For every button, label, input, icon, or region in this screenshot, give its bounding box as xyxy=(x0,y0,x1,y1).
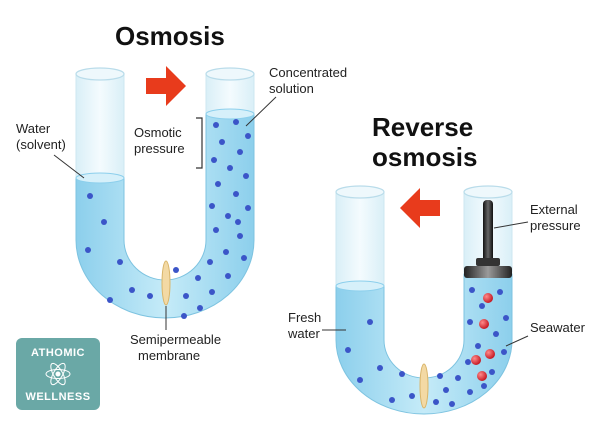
solvent-particles-left xyxy=(85,193,153,303)
external-pressure-label-line2: pressure xyxy=(530,218,581,233)
reverse-membrane xyxy=(419,363,429,409)
athomic-wellness-badge: ATHOMIC WELLNESS xyxy=(16,338,100,410)
osmotic-pressure-label-line2: pressure xyxy=(134,141,185,156)
osmotic-pressure-bracket xyxy=(196,117,203,169)
water-solvent-label-line2: (solvent) xyxy=(16,137,66,152)
osmosis-title: Osmosis xyxy=(115,21,225,51)
osmotic-pressure-label-line1: Osmotic xyxy=(134,125,182,140)
fresh-water-arm-rim xyxy=(335,185,385,199)
water-solvent-label-line1: Water xyxy=(16,121,51,136)
osmosis-liquid xyxy=(75,113,255,319)
fresh-water-arm-glass xyxy=(335,191,385,287)
fresh-water-particles xyxy=(345,319,415,403)
seawater-blue-particles xyxy=(433,287,509,407)
solute-particles-right xyxy=(173,119,251,319)
badge-top-text: ATHOMIC xyxy=(31,347,85,359)
seawater-label: Seawater xyxy=(530,320,586,335)
piston-head xyxy=(464,266,512,278)
piston-collar xyxy=(476,258,500,266)
semipermeable-membrane-label-line2: membrane xyxy=(138,348,200,363)
flow-arrow-left-icon xyxy=(400,188,440,228)
right-arm-glass xyxy=(205,73,255,115)
fresh-water-surface xyxy=(335,280,385,292)
semipermeable-membrane xyxy=(161,260,171,306)
salt-particles xyxy=(471,293,495,381)
left-arm-rim xyxy=(75,67,125,81)
reverse-osmosis-title-line2: osmosis xyxy=(372,142,478,172)
reverse-osmosis-section: Reverse osmosis xyxy=(287,112,586,415)
right-arm-rim xyxy=(205,67,255,81)
piston-rod xyxy=(483,200,493,262)
seawater-arm-rim xyxy=(463,185,513,199)
fresh-water-label-line2: water xyxy=(287,326,320,341)
concentrated-solution-label-line1: Concentrated xyxy=(269,65,347,80)
seawater-leader xyxy=(505,335,529,347)
external-pressure-leader xyxy=(493,221,529,229)
left-water-surface xyxy=(75,172,125,184)
concentrated-solution-leader xyxy=(245,96,277,127)
water-solvent-leader xyxy=(53,154,85,179)
flow-arrow-right-icon xyxy=(146,66,186,106)
left-arm-glass xyxy=(75,73,125,185)
right-solution-surface xyxy=(205,108,255,120)
external-pressure-label-line1: External xyxy=(530,202,578,217)
reverse-osmosis-title-line1: Reverse xyxy=(372,112,473,142)
fresh-water-label-line1: Fresh xyxy=(288,310,321,325)
osmosis-section: Osmosis xyxy=(16,21,347,363)
atom-icon xyxy=(45,362,71,386)
reverse-osmosis-liquid xyxy=(335,273,513,415)
concentrated-solution-label-line2: solution xyxy=(269,81,314,96)
badge-bottom-text: WELLNESS xyxy=(25,391,90,403)
semipermeable-membrane-label-line1: Semipermeable xyxy=(130,332,221,347)
